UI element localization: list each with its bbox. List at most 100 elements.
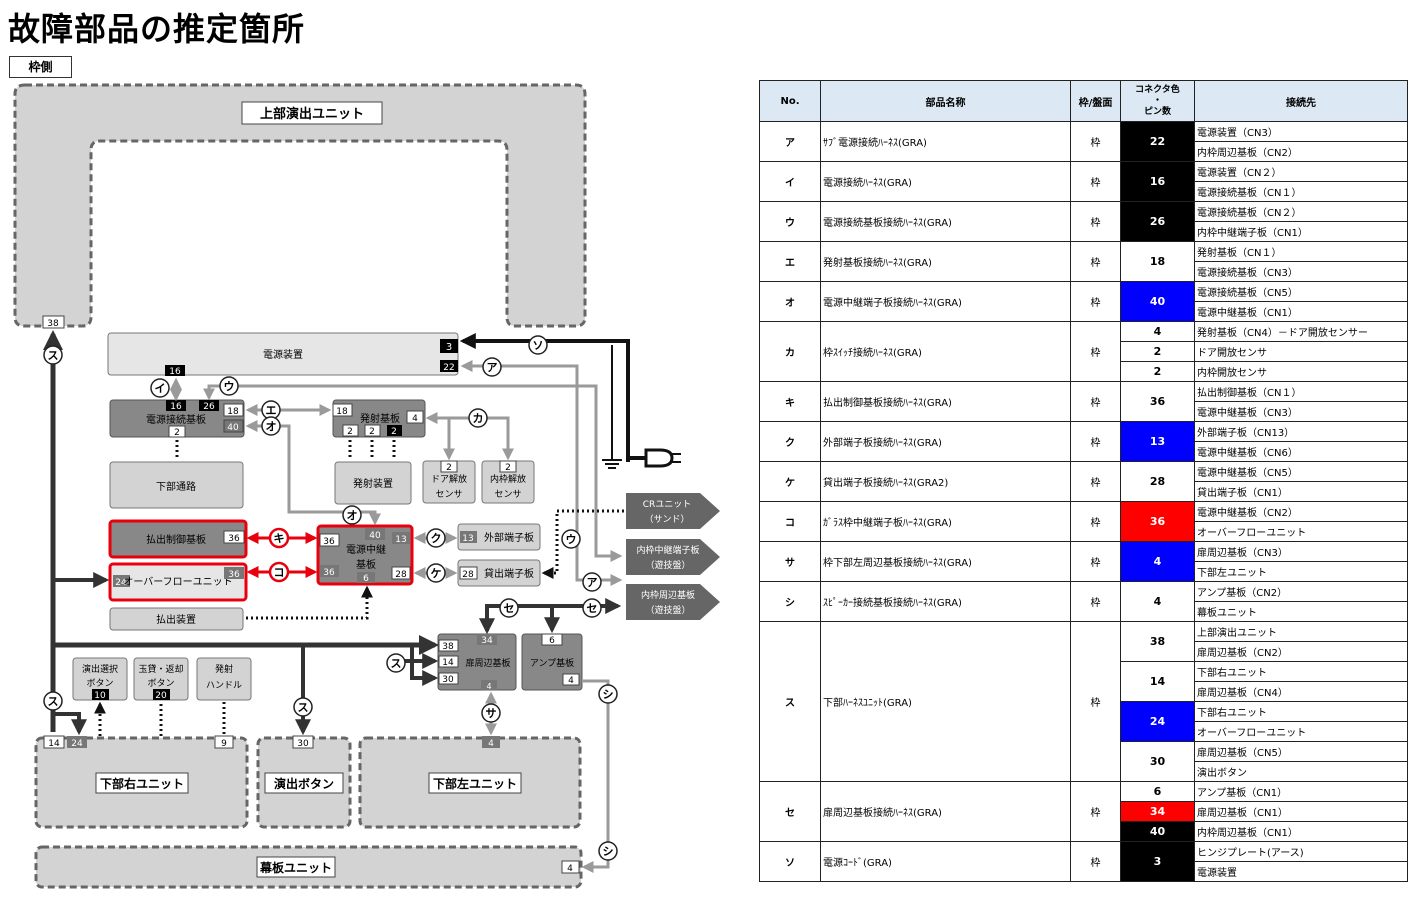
cell-pin: 22 (1120, 121, 1195, 162)
svg-text:24: 24 (71, 739, 83, 749)
svg-text:36: 36 (228, 534, 240, 544)
cell-dest: 下部右ユニット (1194, 701, 1408, 722)
lower-path-box[interactable] (109, 461, 244, 509)
svg-text:内枠解放: 内枠解放 (490, 473, 526, 485)
cell-dest: 扉周辺基板（CN3） (1194, 541, 1408, 562)
svg-text:16: 16 (169, 367, 181, 377)
marker-ko (268, 561, 290, 583)
svg-text:2: 2 (347, 427, 353, 437)
svg-text:発射基板: 発射基板 (360, 412, 400, 425)
svg-text:オーバーフローユニット: オーバーフローユニット (123, 576, 232, 588)
inner-periph-board[interactable] (626, 584, 720, 620)
cell-pin: 14 (1120, 661, 1195, 702)
table-header-row: No. 部品名称 枠/盤面 コネクタ色 ・ ピン数 接続先 (759, 80, 1408, 122)
relay-board[interactable] (316, 524, 414, 586)
upper-unit-shape (13, 83, 587, 328)
cell-dest: 扉周辺基板（CN5） (1194, 741, 1408, 762)
table-row: 電源中継基板（CN3） (760, 401, 1408, 422)
marker-su (43, 691, 63, 711)
page-title: 故障部品の推定箇所 (8, 10, 306, 48)
overflow-unit[interactable] (108, 562, 248, 602)
payout-ctrl-board[interactable] (108, 519, 248, 559)
cell-dest: 電源装置（CN２） (1194, 161, 1408, 182)
svg-text:16: 16 (170, 402, 182, 412)
cell-dest: 電源中継基板（CN3） (1194, 401, 1408, 422)
cell-dest: 電源接続基板（CN１） (1194, 181, 1408, 202)
cell-dest: 発射基板（CN１） (1194, 241, 1408, 262)
svg-text:発射装置: 発射装置 (353, 477, 393, 490)
cell-side: 枠 (1070, 381, 1121, 422)
cell-dest: 電源装置 (1194, 861, 1408, 882)
cell-dest: 電源接続基板（CN２） (1194, 201, 1408, 222)
emit-handle[interactable] (196, 657, 252, 701)
svg-text:発射: 発射 (215, 663, 233, 675)
cr-unit[interactable] (626, 493, 720, 529)
payout-device[interactable] (109, 607, 244, 631)
inner-relay-terminal[interactable] (626, 539, 720, 575)
cell-name: 電源接続基板接続ﾊｰﾈｽ(GRA) (820, 201, 1071, 242)
marker-sa (481, 703, 501, 723)
svg-text:13: 13 (462, 534, 473, 544)
cell-no: ソ (759, 841, 821, 882)
marker-label-su: ス (298, 701, 309, 714)
svg-text:14: 14 (48, 739, 60, 749)
cell-dest: 内枠開放センサ (1194, 361, 1408, 382)
cell-dest: 発射基板（CN4）－ドア開放センサー (1194, 321, 1408, 342)
svg-text:36: 36 (323, 537, 335, 547)
cell-dest: 幕板ユニット (1194, 601, 1408, 622)
cell-dest: 電源接続基板（CN5） (1194, 281, 1408, 302)
cell-name: 枠下部左周辺基板接続ﾊｰﾈｽ(GRA) (820, 541, 1071, 582)
cell-dest: アンプ基板（CN2） (1194, 581, 1408, 602)
marker-label-ki: キ (274, 532, 285, 545)
marker-o (342, 505, 362, 525)
svg-text:10: 10 (94, 691, 106, 701)
cell-pin: 18 (1120, 241, 1195, 282)
cell-pin: 2 (1120, 341, 1195, 362)
cell-side: 枠 (1070, 501, 1121, 542)
cell-side: 枠 (1070, 581, 1121, 622)
marker-label-ka: カ (473, 412, 484, 425)
cell-name: 払出制御基板接続ﾊｰﾈｽ(GRA) (820, 381, 1071, 422)
svg-text:18: 18 (336, 407, 348, 417)
svg-text:2: 2 (174, 428, 180, 438)
svg-text:電源中継: 電源中継 (346, 543, 386, 556)
cell-pin: 4 (1120, 321, 1195, 342)
col-no: No. (759, 80, 821, 122)
svg-text:26: 26 (203, 402, 215, 412)
marker-label-u: ウ (224, 380, 235, 393)
cell-no: サ (759, 541, 821, 582)
marker-so (528, 335, 548, 355)
harness-table: No. 部品名称 枠/盤面 コネクタ色 ・ ピン数 接続先 アｻﾌﾞ電源接続ﾊｰ… (759, 80, 1408, 882)
cell-dest: オーバーフローユニット (1194, 721, 1408, 742)
cell-name: 下部ﾊｰﾈｽﾕﾆｯﾄ(GRA) (820, 621, 1071, 782)
cell-side: 枠 (1070, 241, 1121, 282)
cell-dest: 扉周辺基板（CN2） (1194, 641, 1408, 662)
cell-name: 貸出端子板接続ﾊｰﾈｽ(GRA2) (820, 461, 1071, 502)
cell-side: 枠 (1070, 541, 1121, 582)
svg-text:内枠周辺基板: 内枠周辺基板 (641, 589, 695, 601)
cell-dest: 扉周辺基板（CN1） (1194, 801, 1408, 822)
marker-a (482, 357, 502, 377)
marker-label-u: ウ (566, 533, 577, 546)
svg-text:38: 38 (442, 642, 454, 652)
svg-text:40: 40 (369, 531, 381, 541)
marker-su (386, 653, 406, 673)
cell-dest: 電源中継基板（CN2） (1194, 501, 1408, 522)
marker-label-a: ア (587, 576, 598, 589)
svg-text:センサ: センサ (435, 489, 462, 500)
cell-side: 枠 (1070, 621, 1121, 782)
cell-side: 枠 (1070, 121, 1121, 162)
cell-dest: 電源中継基板（CN5） (1194, 461, 1408, 482)
cell-no: エ (759, 241, 821, 282)
cell-dest: 内枠周辺基板（CN1） (1194, 821, 1408, 842)
cell-dest: 電源接続基板（CN3） (1194, 261, 1408, 282)
power-unit[interactable] (107, 332, 459, 376)
